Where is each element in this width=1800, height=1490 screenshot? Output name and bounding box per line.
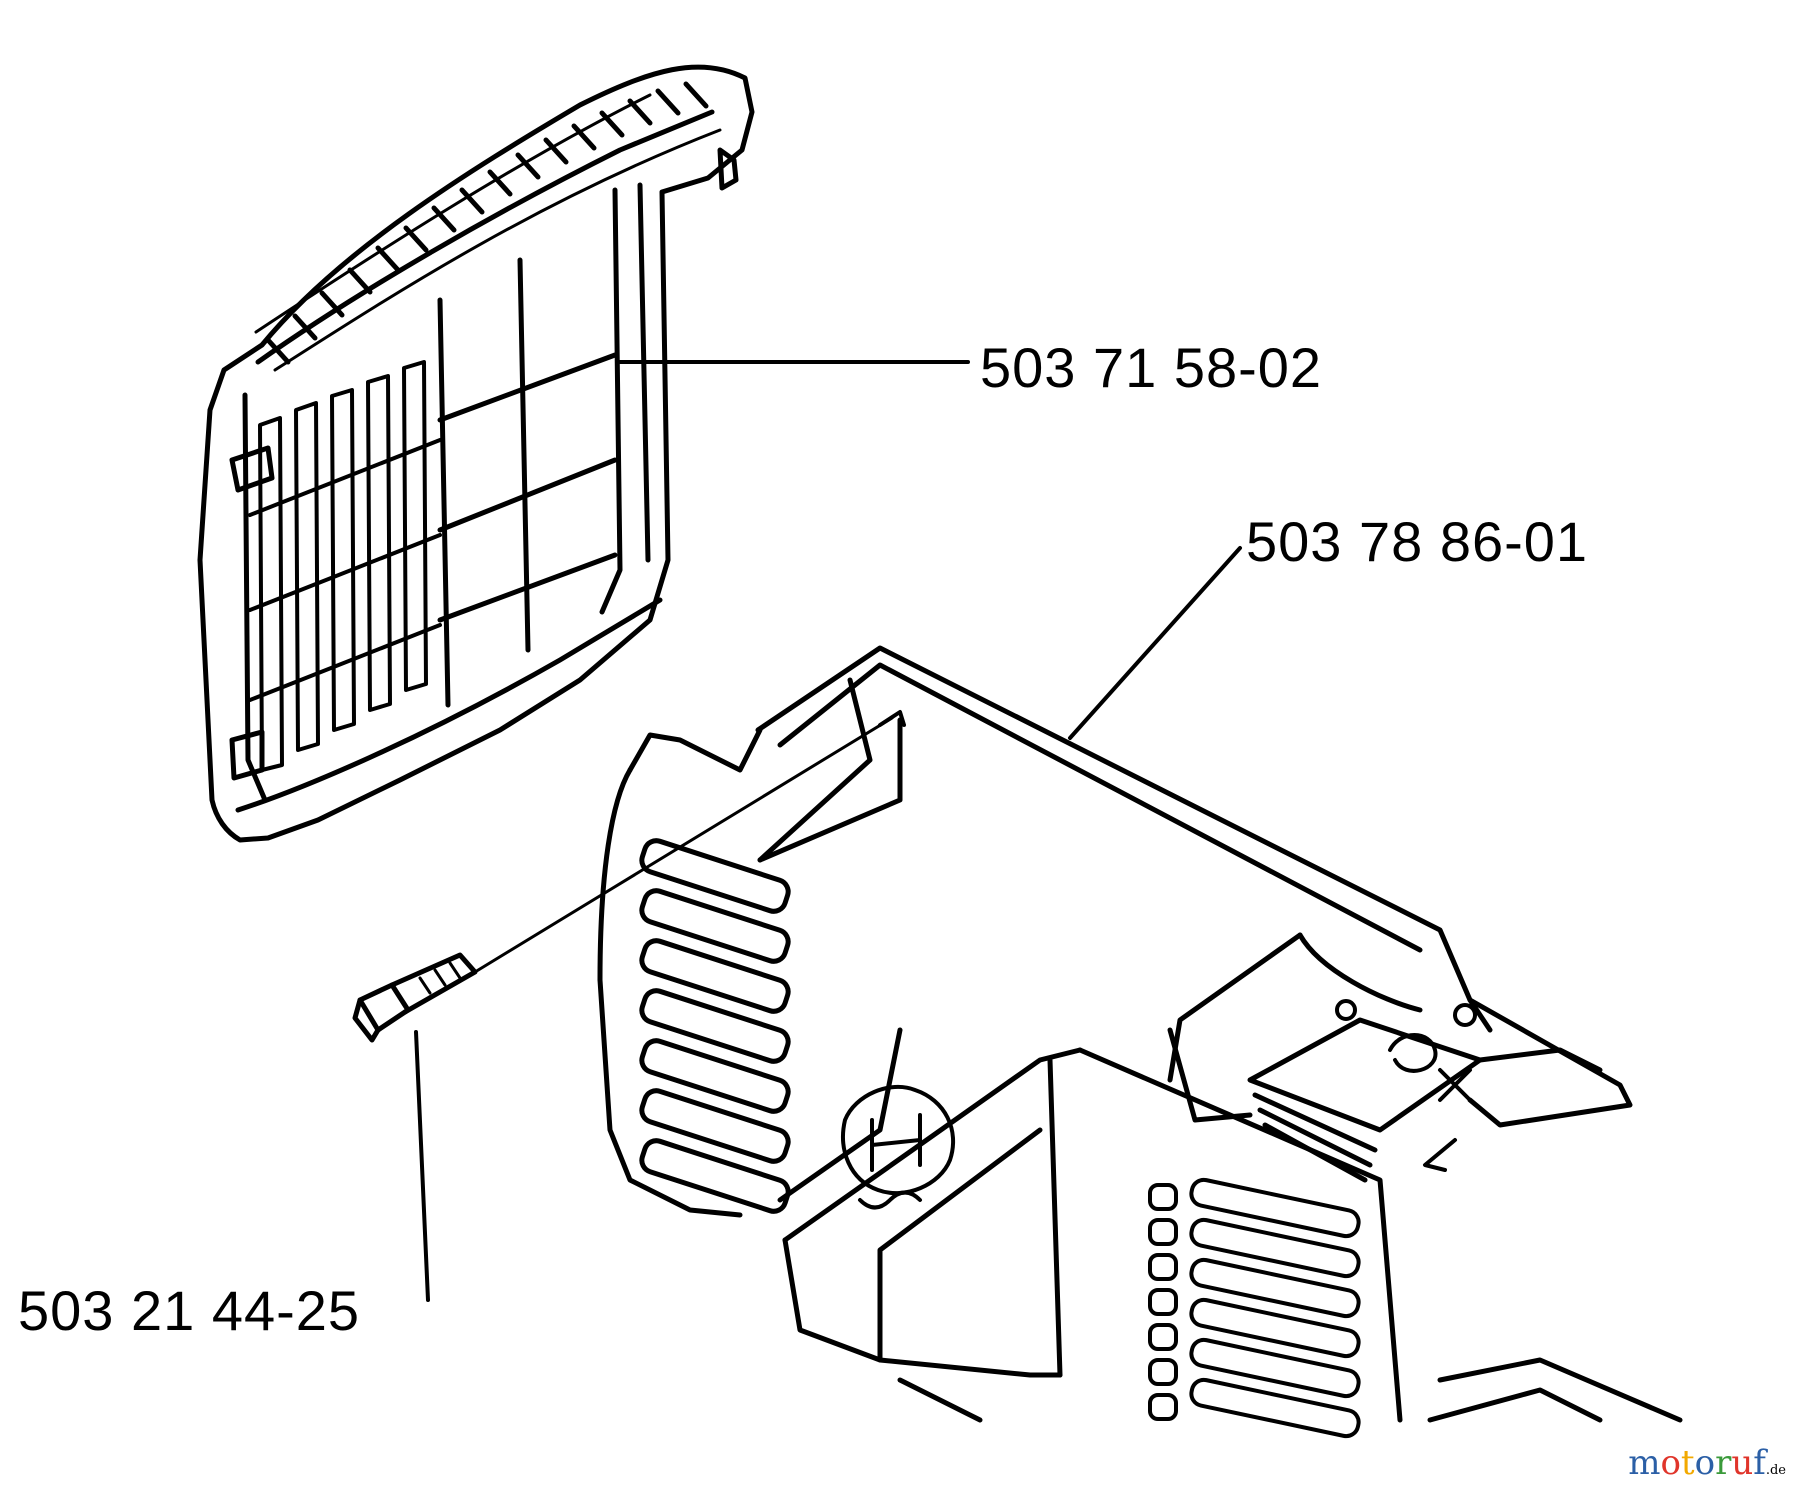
cylinder-cover-drawing bbox=[597, 645, 1683, 1439]
watermark-letter: u bbox=[1731, 1443, 1754, 1483]
watermark-letter: o bbox=[1694, 1443, 1716, 1483]
watermark-logo: motoruf.de bbox=[1628, 1446, 1786, 1480]
leader-line-screw bbox=[414, 1030, 430, 1302]
part-number-filter-cover: 503 71 58-02 bbox=[980, 336, 1323, 399]
brand-emblem bbox=[841, 1084, 956, 1210]
watermark-letter: o bbox=[1660, 1443, 1681, 1483]
screw-drawing bbox=[352, 710, 906, 1043]
watermark-letter: t bbox=[1680, 1443, 1695, 1483]
air-filter-cover-drawing bbox=[197, 64, 755, 843]
watermark-letter: r bbox=[1715, 1443, 1732, 1483]
watermark-letter: m bbox=[1628, 1443, 1661, 1483]
watermark-text: motoruf bbox=[1628, 1443, 1766, 1483]
part-number-cylinder-cover: 503 78 86-01 bbox=[1246, 510, 1589, 573]
part-number-screw: 503 21 44-25 bbox=[18, 1279, 361, 1342]
leader-line-cylinder-cover bbox=[1068, 546, 1242, 740]
watermark-suffix: .de bbox=[1765, 1463, 1786, 1478]
watermark-letter: f bbox=[1753, 1443, 1766, 1483]
